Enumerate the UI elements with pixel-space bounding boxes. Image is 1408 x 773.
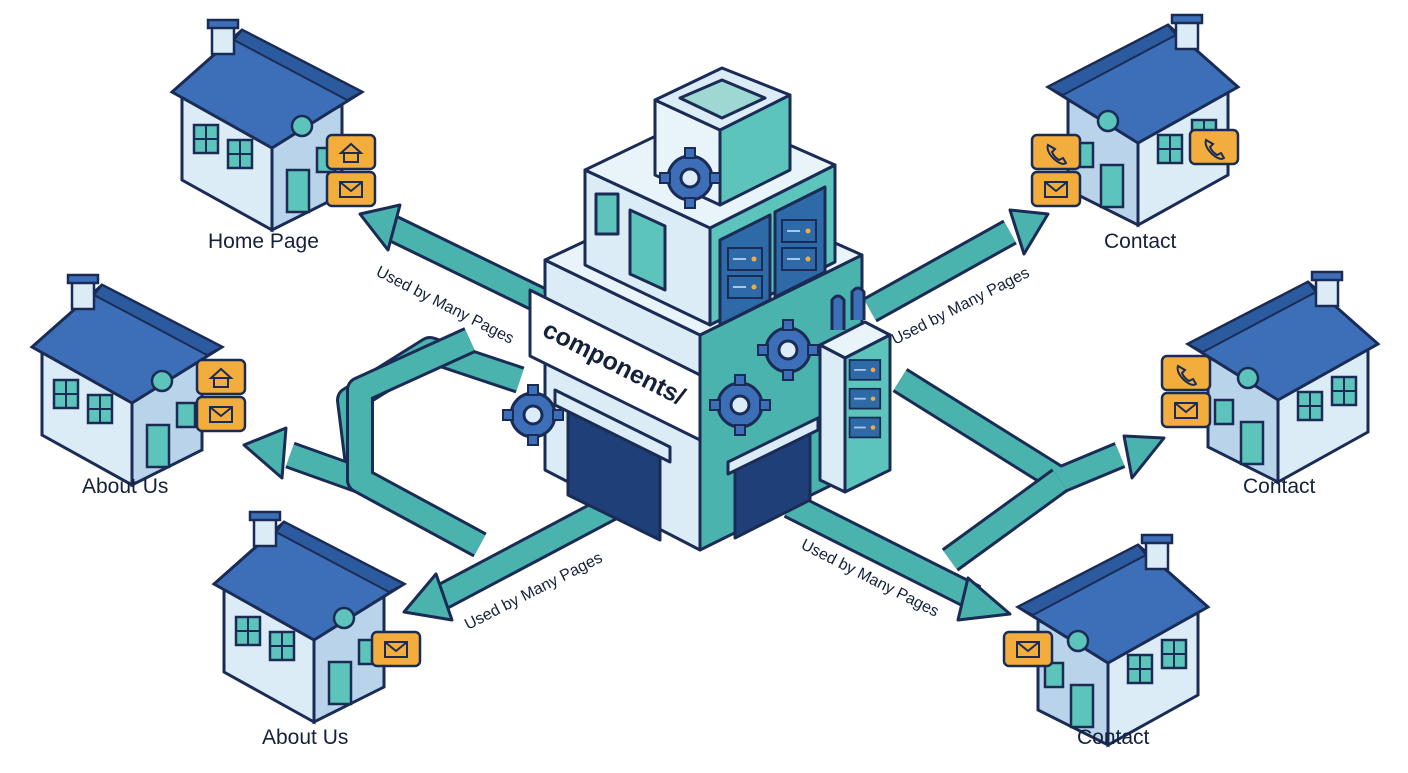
page-label-about-us-bottom: About Us bbox=[262, 726, 349, 749]
phone-icon bbox=[1188, 128, 1240, 166]
arrowhead-contact-bottom bbox=[956, 576, 1012, 622]
page-label-contact-middle: Contact bbox=[1243, 475, 1316, 498]
page-label-contact-bottom: Contact bbox=[1077, 726, 1150, 749]
mail-icon bbox=[1160, 391, 1212, 429]
connector-arrows bbox=[242, 203, 1166, 622]
arrowhead-about-us-left bbox=[242, 426, 288, 480]
home-icon bbox=[325, 133, 377, 171]
house-about-us-left bbox=[30, 273, 247, 487]
page-label-contact-top: Contact bbox=[1104, 230, 1177, 253]
mail-icon bbox=[1030, 170, 1082, 208]
arrowhead-contact-middle bbox=[1122, 434, 1166, 480]
page-label-about-us-left: About Us bbox=[82, 475, 169, 498]
contact-middle-badges bbox=[1160, 354, 1212, 429]
mail-icon bbox=[325, 170, 377, 208]
mail-icon bbox=[1002, 630, 1054, 668]
house-about-us-bottom bbox=[212, 510, 422, 724]
components-hub-building bbox=[528, 66, 892, 552]
arrowhead-contact-top bbox=[1008, 208, 1050, 256]
mail-icon bbox=[370, 630, 422, 668]
house-contact-middle bbox=[1186, 270, 1380, 484]
phone-icon bbox=[1160, 354, 1212, 392]
home-icon bbox=[195, 358, 247, 396]
phone-icon bbox=[1030, 133, 1082, 171]
arrowhead-home-page bbox=[358, 203, 402, 252]
contact-bottom-badges bbox=[1002, 630, 1054, 668]
mail-icon bbox=[195, 395, 247, 433]
arrowhead-about-us-bottom bbox=[402, 572, 454, 622]
house-home-page bbox=[170, 18, 377, 232]
page-label-home-page: Home Page bbox=[208, 230, 319, 253]
